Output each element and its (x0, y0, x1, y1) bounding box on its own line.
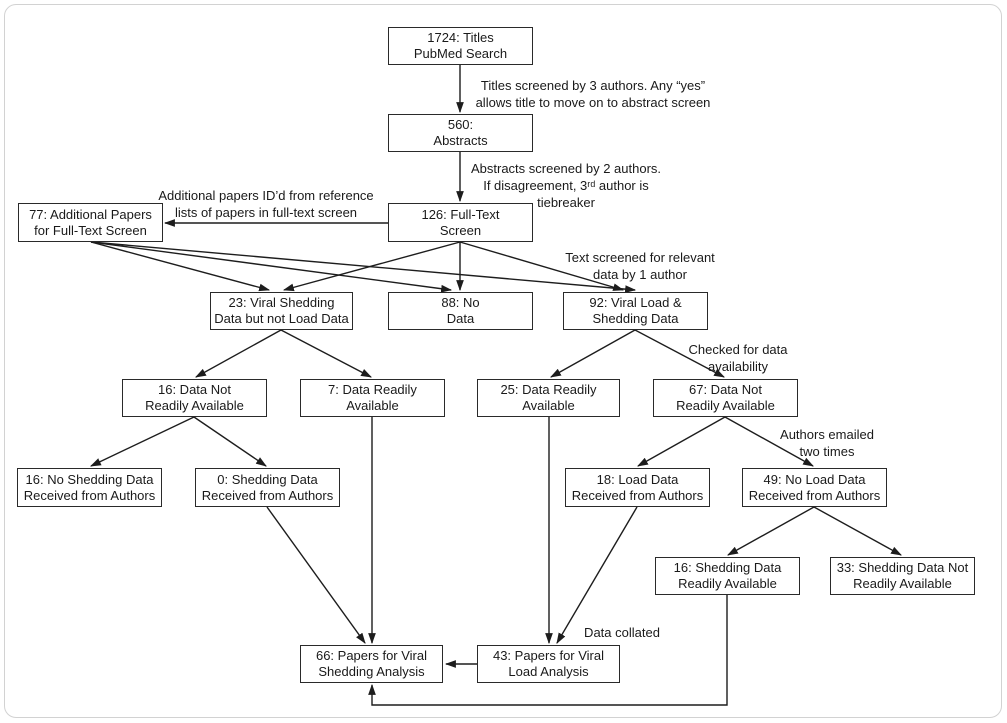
node-shedding-analysis: 66: Papers for Viral Shedding Analysis (300, 645, 443, 683)
annotation-additional-papers: Additional papers ID’d from reference li… (158, 188, 374, 220)
annotation-checked-availability: Checked for data availability (688, 342, 788, 374)
node-shedding-from-authors: 0: Shedding Data Received from Authors (195, 468, 340, 507)
node-load-and-shedding: 92: Viral Load & Shedding Data (563, 292, 708, 330)
annotation-authors-emailed: Authors emailed two times (780, 427, 874, 459)
node-no-load-from-authors: 49: No Load Data Received from Authors (742, 468, 887, 507)
annotation-text-screened: Text screened for relevant data by 1 aut… (565, 250, 715, 282)
node-shedding-readily-after-email: 16: Shedding Data Readily Available (655, 557, 800, 595)
node-shedding-not-readily-after-email: 33: Shedding Data Not Readily Available (830, 557, 975, 595)
node-shedding-not-load: 23: Viral Shedding Data but not Load Dat… (210, 292, 353, 330)
node-titles-pubmed-search: 1724: Titles PubMed Search (388, 27, 533, 65)
node-abstracts: 560: Abstracts (388, 114, 533, 152)
node-no-data: 88: No Data (388, 292, 533, 330)
node-load-data-readily: 25: Data Readily Available (477, 379, 620, 417)
node-shedding-data-readily: 7: Data Readily Available (300, 379, 445, 417)
node-no-shedding-from-authors: 16: No Shedding Data Received from Autho… (17, 468, 162, 507)
node-load-data-not-readily: 67: Data Not Readily Available (653, 379, 798, 417)
node-additional-papers: 77: Additional Papers for Full-Text Scre… (18, 203, 163, 242)
node-full-text-screen: 126: Full-Text Screen (388, 203, 533, 242)
annotation-abstracts-screened: Abstracts screened by 2 authors. If disa… (470, 161, 662, 210)
node-load-analysis: 43: Papers for Viral Load Analysis (477, 645, 620, 683)
annotation-titles-screened: Titles screened by 3 authors. Any “yes” … (475, 78, 711, 110)
node-load-from-authors: 18: Load Data Received from Authors (565, 468, 710, 507)
node-shedding-data-not-readily: 16: Data Not Readily Available (122, 379, 267, 417)
figure-frame (4, 4, 1002, 718)
annotation-data-collated: Data collated (584, 625, 660, 640)
